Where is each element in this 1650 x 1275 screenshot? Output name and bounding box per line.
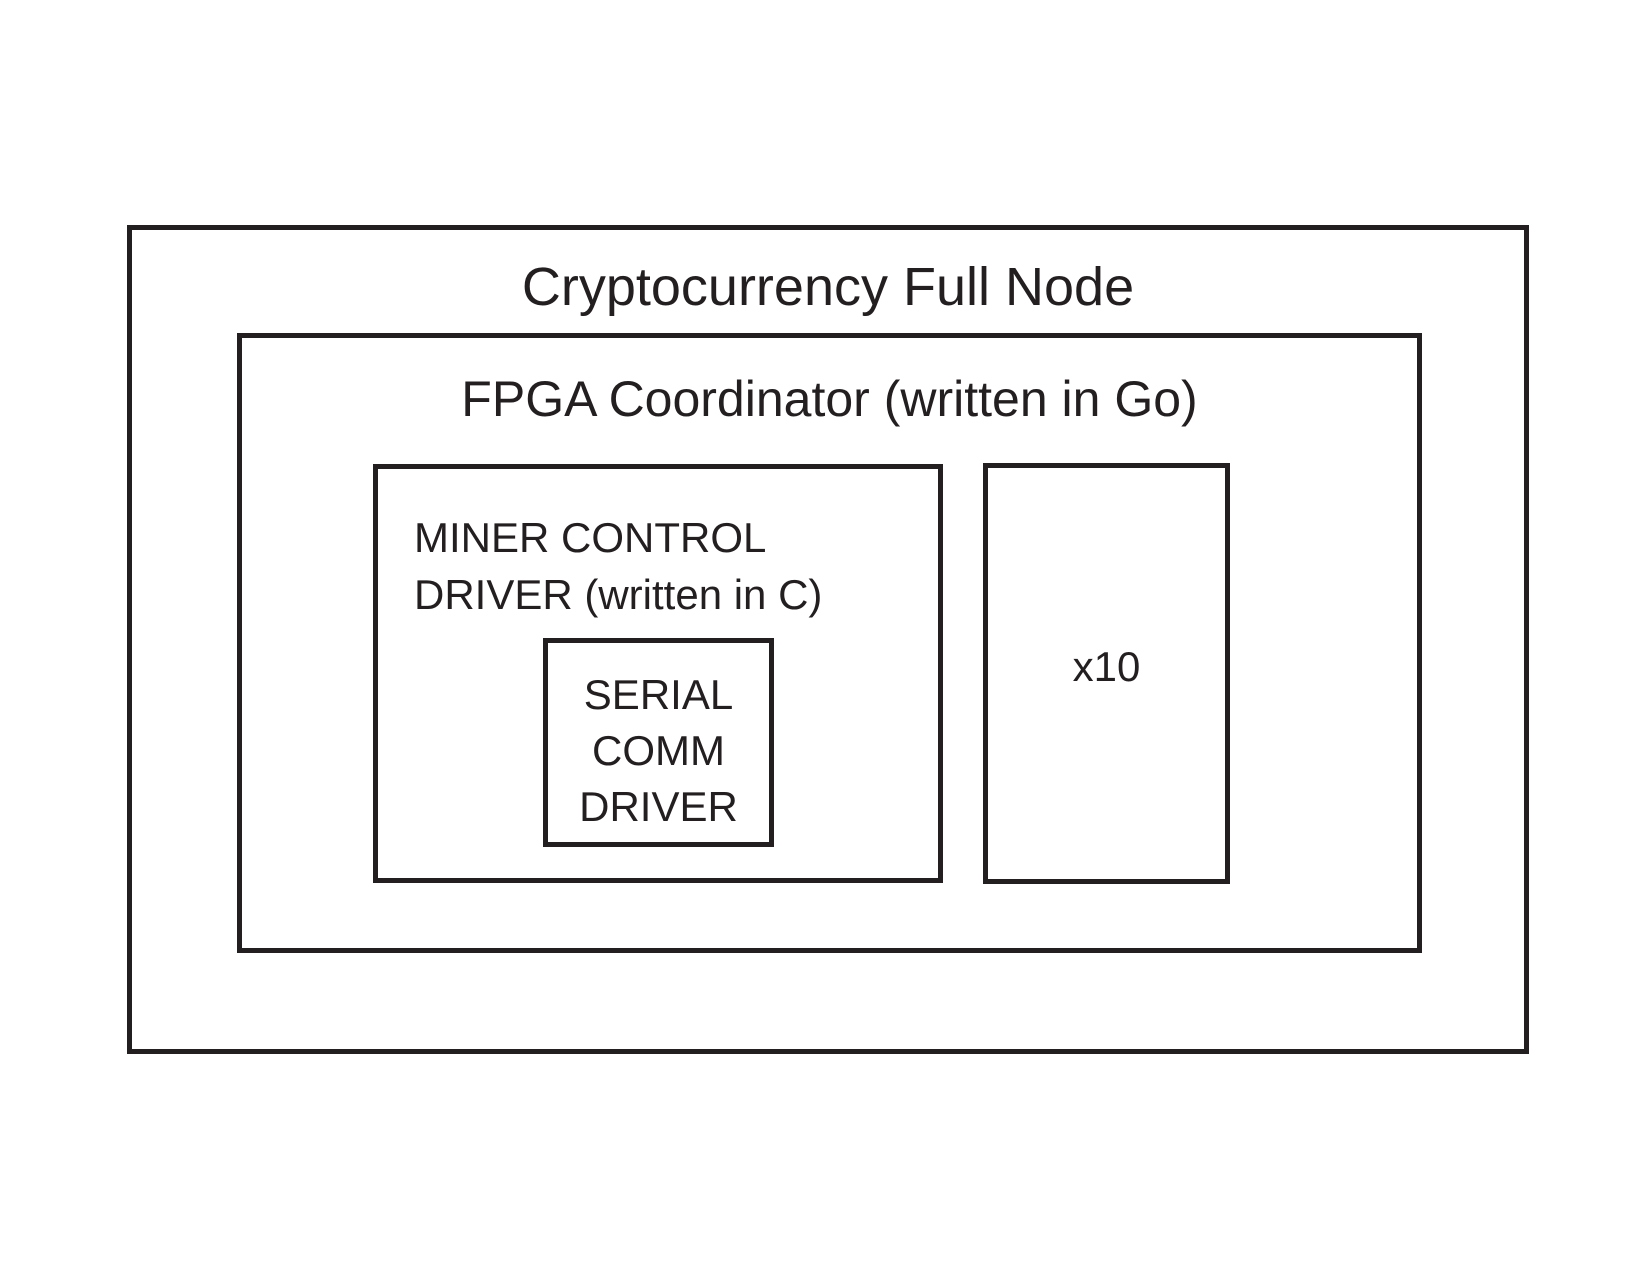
replication-count-label: x10	[1072, 643, 1141, 690]
full-node-title: Cryptocurrency Full Node	[521, 257, 1135, 317]
replication-box: x10	[983, 463, 1230, 884]
serial-comm-driver-title-line-3: DRIVER	[579, 783, 738, 830]
miner-control-driver-title-line-1: MINER CONTROL	[414, 514, 767, 561]
serial-comm-driver-title: SERIAL COMM DRIVER	[548, 667, 769, 835]
miner-control-driver-title: MINER CONTROL DRIVER (written in C)	[414, 509, 822, 623]
fpga-coordinator-title: FPGA Coordinator (written in Go)	[461, 371, 1198, 427]
serial-comm-driver-title-line-1: SERIAL	[583, 671, 734, 718]
serial-comm-driver-box: SERIAL COMM DRIVER	[543, 638, 774, 847]
serial-comm-driver-title-line-2: COMM	[592, 727, 725, 774]
miner-control-driver-title-line-2: DRIVER (written in C)	[414, 571, 823, 618]
